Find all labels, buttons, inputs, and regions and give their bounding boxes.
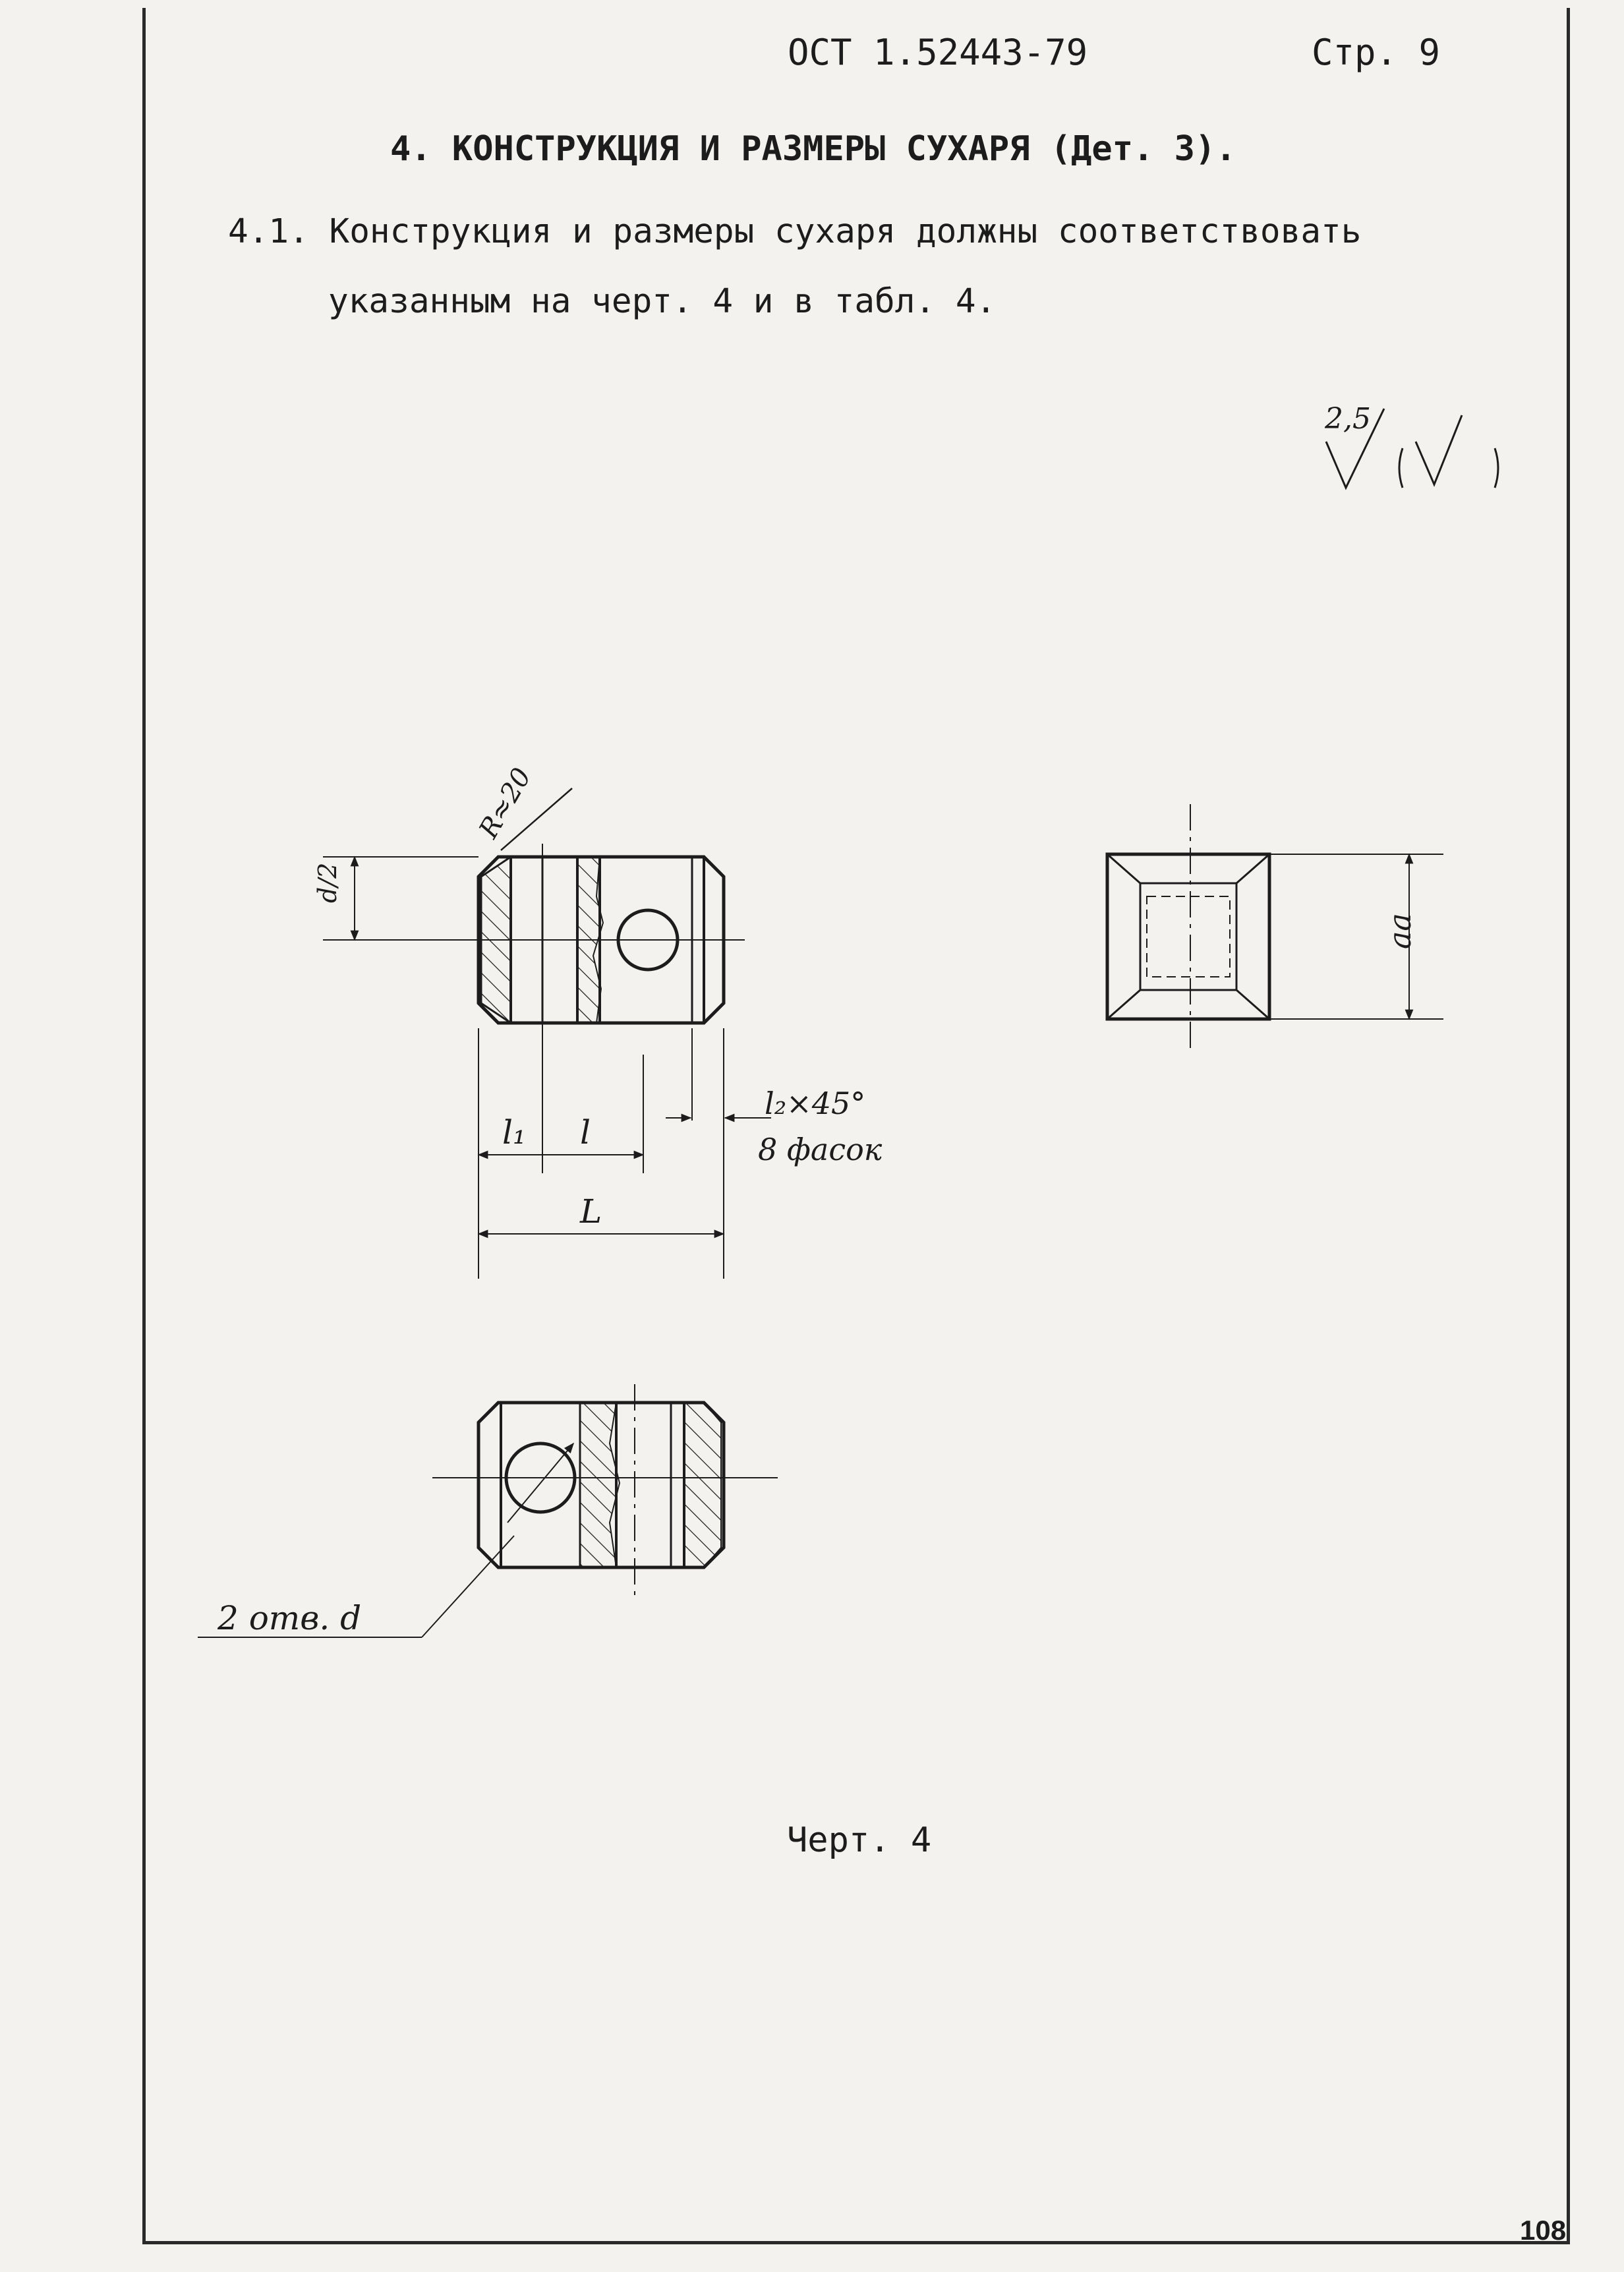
paragraph-line-1: 4.1. Конструкция и размеры сухаря должны… xyxy=(228,212,1362,251)
half-d-label: d/2 xyxy=(313,863,342,903)
page-frame xyxy=(142,8,1570,2244)
document-code: ОСТ 1.52443-79 xyxy=(788,32,1088,73)
chamfer-label: l₂×45° xyxy=(765,1086,865,1121)
page-number: Стр. 9 xyxy=(1312,32,1441,73)
radius-label: R≈20 xyxy=(473,763,538,844)
sheet-number: 108 xyxy=(1520,2215,1567,2246)
chamfer-count-label: 8 фасок xyxy=(758,1132,883,1167)
paragraph-line-2: указанным на черт. 4 и в табл. 4. xyxy=(328,282,997,321)
dim-l1-label: l₁ xyxy=(502,1113,526,1151)
radius-leader xyxy=(500,788,573,851)
front-view xyxy=(465,844,745,1041)
roughness-value: 2,5 xyxy=(1324,402,1371,436)
top-view xyxy=(198,1384,778,1638)
roughness-symbol xyxy=(1325,408,1499,490)
dim-L-label: L xyxy=(579,1192,602,1231)
half-d-dimension xyxy=(323,856,478,941)
side-view xyxy=(1105,804,1443,1055)
dim-aa-label: aa xyxy=(1382,913,1418,949)
figure-caption: Черт. 4 xyxy=(787,1821,932,1860)
length-dimensions xyxy=(477,1028,771,1279)
dim-l-label: l xyxy=(580,1113,591,1151)
holes-label: 2 отв. d xyxy=(217,1599,361,1637)
section-title: 4. КОНСТРУКЦИЯ И РАЗМЕРЫ СУХАРЯ (Дет. 3)… xyxy=(390,129,1236,169)
